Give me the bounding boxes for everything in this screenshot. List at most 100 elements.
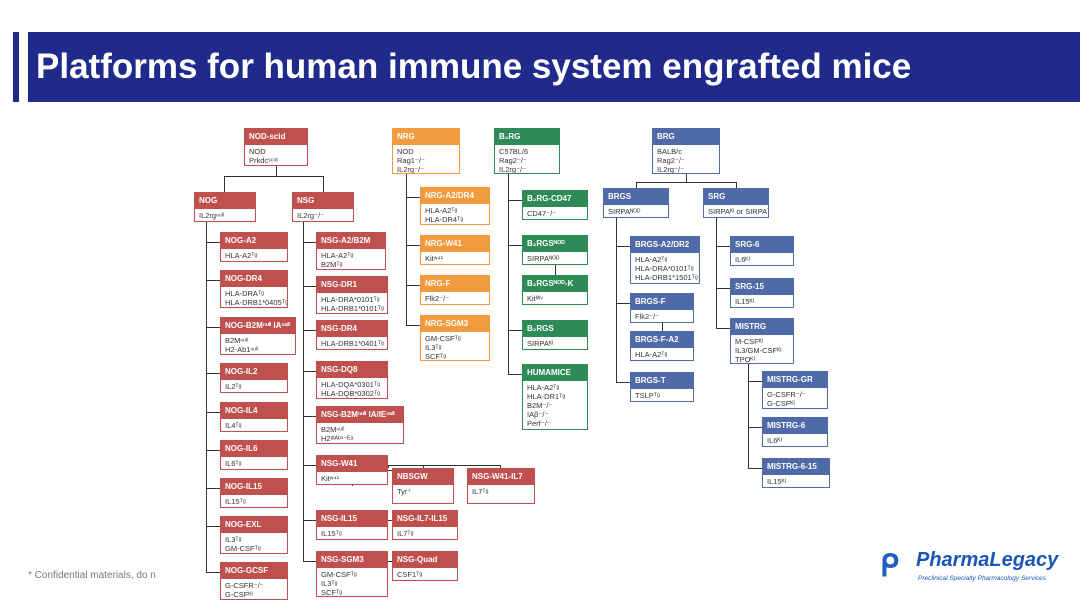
connector-line xyxy=(206,526,220,527)
node-genotype: HLA-DQA*0301ᵀᵍ HLA-DQB*0302ᵀᵍ xyxy=(321,380,381,398)
node-genotype: BALB/c Rag2⁻/⁻ IL2rg⁻/⁻ xyxy=(657,147,685,174)
node-genotype: HLA-DRB1*0401ᵀᵍ xyxy=(321,339,384,348)
node-title: NRG-SGM3 xyxy=(421,316,489,332)
connector-line xyxy=(206,572,220,573)
node-genotype: Tyr⁺ xyxy=(397,487,412,496)
connector-line xyxy=(500,465,501,468)
node-genotype: HLA-A2ᵀᵍ HLA-DR4ᵀᵍ xyxy=(425,206,464,224)
connector-line xyxy=(616,246,630,247)
connector-line xyxy=(748,468,762,469)
connector-line xyxy=(686,174,687,182)
connector-line xyxy=(352,485,353,486)
connector-line xyxy=(748,381,762,382)
node-title: B₂RG-CD47 xyxy=(523,191,587,207)
connector-line xyxy=(736,182,737,188)
title-accent-gap xyxy=(22,32,28,102)
node-genotype: NOD Rag1⁻/⁻ IL2rg⁻/⁻ xyxy=(397,147,425,174)
node-title: MISTRG-6 xyxy=(763,418,827,434)
connector-line xyxy=(508,245,522,246)
node-title: NSG xyxy=(293,193,353,209)
node-title: NOG-B2Mⁿᵘˡˡ IAⁿᵘˡˡ xyxy=(221,318,295,334)
node-title: NOG-EXL xyxy=(221,517,287,533)
connector-line xyxy=(206,412,220,413)
node-genotype: IL15ᵀᵍ xyxy=(321,529,342,538)
node-title: NOG-IL2 xyxy=(221,364,287,380)
connector-line xyxy=(224,176,225,192)
connector-line xyxy=(508,374,522,375)
connector-line xyxy=(616,218,617,382)
node-title: NSG-DQ8 xyxy=(317,362,387,378)
connector-line xyxy=(423,465,424,468)
connector-line xyxy=(636,182,637,188)
connector-line xyxy=(555,265,556,275)
node-genotype: IL6ᴷᴵ xyxy=(767,436,782,445)
node-genotype: NOD Prkdcˢᶜⁱᵈ xyxy=(249,147,278,165)
node-title: SRG xyxy=(704,189,768,205)
connector-line xyxy=(303,561,316,562)
connector-line xyxy=(508,330,522,331)
connector-line xyxy=(406,325,420,326)
connector-line xyxy=(716,288,730,289)
connector-line xyxy=(406,197,420,198)
node-title: NOG-GCSF xyxy=(221,563,287,579)
connector-line xyxy=(636,182,736,183)
node-genotype: IL7ᵀᵍ xyxy=(472,487,489,496)
node-genotype: IL15ᵀᵍ xyxy=(225,497,246,506)
node-genotype: IL2rg⁻/⁻ xyxy=(297,211,325,220)
connector-line xyxy=(662,323,663,331)
node-title: BRGS-T xyxy=(631,373,693,389)
node-genotype: B2Mⁿᵘˡˡ H2ᵈˡᴬᵇ¹⁻ᴱᵃ xyxy=(321,425,354,443)
node-title: BRGS-A2/DR2 xyxy=(631,237,699,253)
connector-line xyxy=(406,285,420,286)
connector-line xyxy=(206,450,220,451)
node-genotype: IL15ᴷᴵ xyxy=(767,477,787,486)
node-title: NOG xyxy=(195,193,255,209)
node-genotype: Flk2⁻/⁻ xyxy=(635,312,660,321)
connector-line xyxy=(616,382,630,383)
node-title: NSG-SGM3 xyxy=(317,552,387,568)
node-genotype: Kitᵂᵛ xyxy=(527,294,543,303)
node-title: NSG-DR4 xyxy=(317,321,387,337)
node-genotype: CSF1ᵀᵍ xyxy=(397,570,423,579)
connector-line xyxy=(303,520,316,521)
node-genotype: HLA-DRA*0101ᵀᵍ HLA-DRB1*0101ᵀᵍ xyxy=(321,295,384,313)
node-title: NOD-scid xyxy=(245,129,307,145)
company-logo: ᑭ PharmaLegacy Preclinical Specialty Pha… xyxy=(880,547,1058,587)
connector-line xyxy=(206,242,220,243)
node-genotype: SIRPAᴺᴼᴰ xyxy=(527,254,560,263)
node-title: NOG-IL15 xyxy=(221,479,287,495)
slide-title: Platforms for human immune system engraf… xyxy=(36,47,912,86)
node-title: NRG-F xyxy=(421,276,489,292)
connector-line xyxy=(303,371,316,372)
connector-line xyxy=(206,373,220,374)
node-title: B₂RG xyxy=(495,129,559,145)
confidential-footnote: * Confidential materials, do n xyxy=(28,570,156,581)
connector-line xyxy=(388,561,392,562)
node-title: BRGS-F-A2 xyxy=(631,332,693,348)
connector-line xyxy=(748,364,749,468)
node-title: NSG-B2Mⁿᵘˡˡ IA/IEⁿᵘˡˡ xyxy=(317,407,403,423)
node-title: NSG-W41 xyxy=(317,456,387,472)
